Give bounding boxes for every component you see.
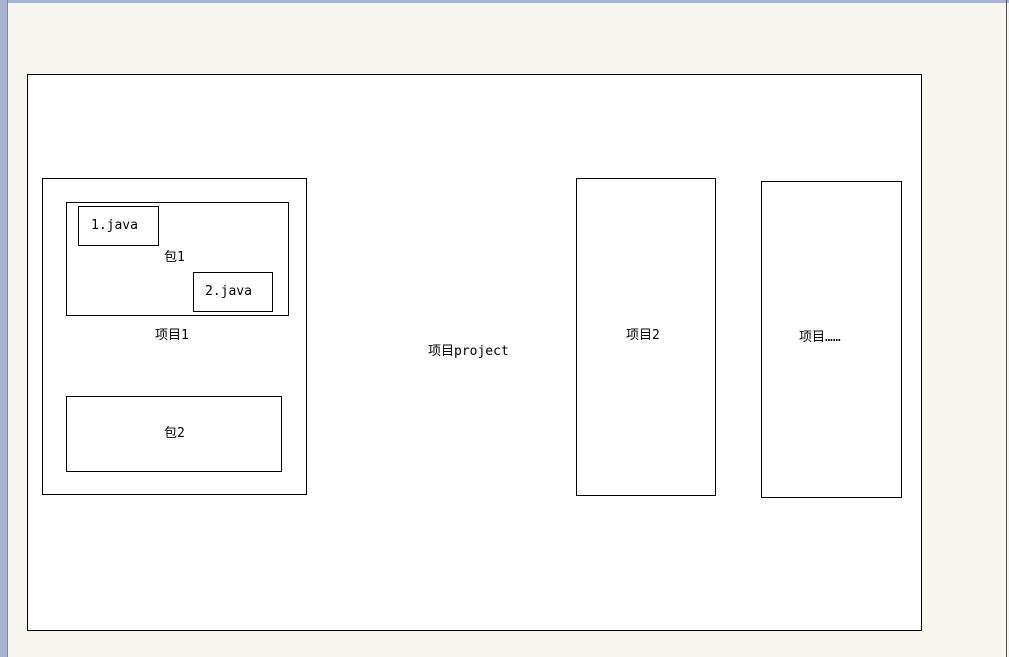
- project-more-box: [761, 181, 902, 498]
- file2-box: [193, 272, 273, 312]
- project-label: 项目project: [428, 344, 509, 359]
- package1-label: 包1: [164, 250, 185, 265]
- window-left-edge: [0, 0, 8, 657]
- file1-box: [78, 206, 159, 246]
- file2-label: 2.java: [205, 284, 252, 299]
- project1-label: 项目1: [155, 328, 189, 343]
- project2-label: 项目2: [626, 328, 660, 343]
- project2-box: [576, 178, 716, 496]
- package2-label: 包2: [164, 426, 185, 441]
- window-top-edge: [0, 0, 1009, 3]
- file1-label: 1.java: [91, 218, 138, 233]
- package2-box: [66, 396, 282, 472]
- project-more-label: 项目……: [799, 330, 841, 345]
- window-right-edge: [1006, 0, 1007, 657]
